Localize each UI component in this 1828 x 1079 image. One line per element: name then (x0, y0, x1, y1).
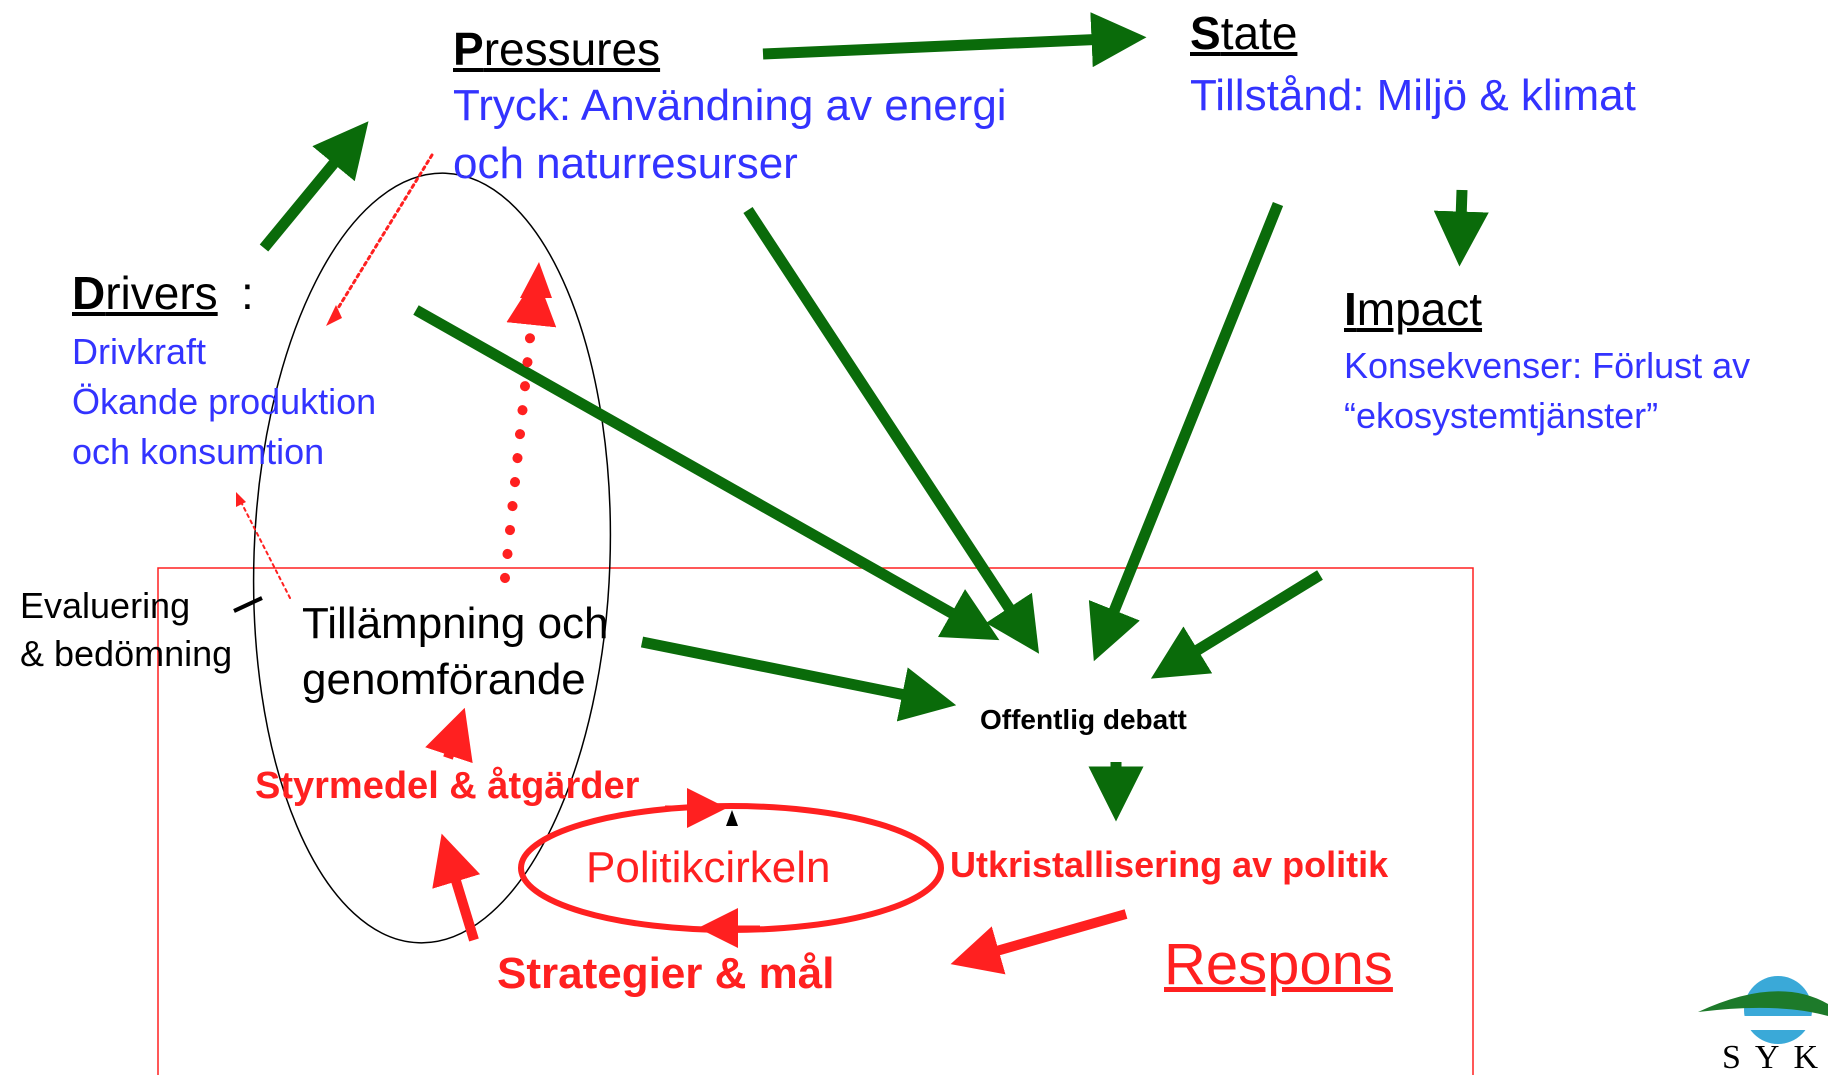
evaluation-ellipse (252, 172, 612, 944)
arrow-instruments-to-implementation (425, 707, 473, 764)
dotted-arrow-head-drivers (326, 305, 342, 326)
pressures-line-2: och naturresurser (453, 139, 798, 188)
pressures-heading: Pressures (453, 23, 661, 75)
drivers-colon: : (241, 267, 254, 319)
strategies-label: Strategier & mål (497, 949, 835, 998)
arrow-policy-to-strategies (950, 909, 1128, 975)
state-line: Tillstånd: Miljö & klimat (1190, 71, 1636, 120)
arrow-state-to-debate (1088, 201, 1284, 662)
impact-line-1: Konsekvenser: Förlust av (1344, 345, 1751, 386)
policy-formulation-label: Utkristallisering av politik (950, 844, 1389, 885)
state-heading: State (1190, 7, 1298, 59)
evaluation-line-2: & bedömning (20, 633, 233, 674)
arrow-drivers-to-debate (413, 305, 1000, 641)
public-debate-label: Offentlig debatt (980, 704, 1187, 735)
dotted-arrow-evaluation-to-drivers (239, 499, 291, 599)
arrow-impact-to-debate (1150, 570, 1323, 679)
arrow-state-to-impact (1433, 189, 1489, 267)
impact-line-2: “ekosystemtjänster” (1344, 395, 1659, 436)
response-label: Respons (1164, 932, 1393, 997)
dotted-arrow-head-evaluation (236, 492, 246, 507)
drivers-line-2: Ökande produktion (72, 381, 377, 422)
dotted-arrow-pressures-to-drivers (330, 153, 434, 320)
drivers-line-1: Drivkraft (72, 331, 206, 372)
arrow-strategies-to-instruments (432, 833, 481, 942)
arrow-implementation-to-debate (640, 636, 957, 722)
policy-cycle-label: Politikcirkeln (586, 843, 831, 892)
drivers-line-3: och konsumtion (72, 431, 325, 472)
dotted-arrow-implementation-up (500, 275, 557, 583)
pressures-line-1: Tryck: Användning av energi (453, 81, 1007, 130)
arrow-pressures-to-state (762, 12, 1147, 68)
implementation-line-1: Tillämpning och (302, 599, 609, 648)
evaluation-pointer (233, 596, 263, 613)
instruments-label: Styrmedel & åtgärder (255, 765, 640, 807)
arrow-pressures-to-debate (743, 206, 1040, 654)
cycle-marker (726, 810, 738, 826)
syke-logo (1698, 976, 1828, 1044)
response-box (157, 567, 1474, 1075)
arrow-drivers-to-pressures (259, 121, 369, 252)
implementation-line-2: genomförande (302, 655, 586, 704)
impact-heading: Impact (1344, 283, 1483, 335)
syke-logo-text: SYKE (1722, 1039, 1828, 1076)
drivers-heading: Drivers (72, 267, 218, 319)
evaluation-line-1: Evaluering (20, 585, 191, 626)
dotted-arrow-head-top (520, 262, 552, 298)
